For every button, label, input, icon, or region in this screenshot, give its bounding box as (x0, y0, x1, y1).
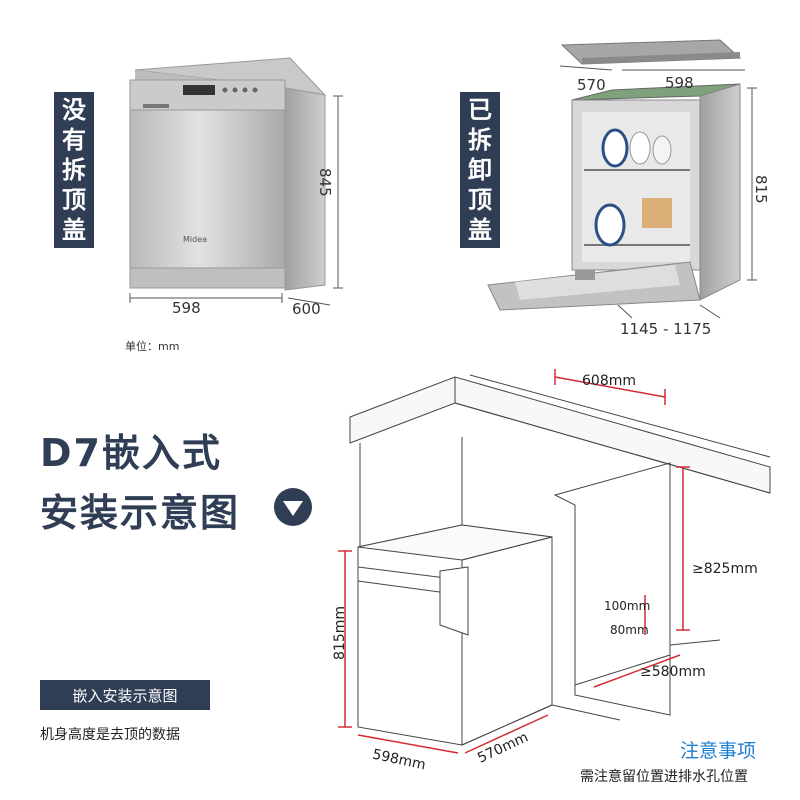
dishwasher-with-top: Midea (129, 57, 327, 291)
install-tag: 嵌入安装示意图 (40, 680, 210, 710)
product-photos: Midea (129, 39, 757, 319)
dim-open-length: 1145 - 1175 (620, 320, 712, 338)
install-title-line1: D7嵌入式 (40, 431, 222, 475)
notice-title: 注意事项 (680, 740, 757, 762)
dim-height-845: 845 (316, 168, 334, 197)
notice-text: 需注意留位置进排水孔位置 (580, 769, 748, 785)
label-char: 卸 (468, 156, 492, 184)
dim-815mm: 815mm (332, 606, 348, 660)
dims-open (559, 65, 757, 319)
dim-width-598b: 598 (665, 74, 694, 92)
label-char: 拆 (468, 126, 492, 154)
label-char: 有 (62, 126, 86, 154)
dim-580mm: ≥580mm (640, 664, 706, 680)
dim-width-598: 598 (172, 299, 201, 317)
dim-height-815: 815 (752, 175, 770, 204)
unit-label: 单位：mm (125, 340, 180, 353)
dishwasher-open (487, 39, 742, 311)
red-dims (338, 369, 690, 754)
body-height-note: 机身高度是去顶的数据 (40, 727, 180, 743)
label-char: 拆 (62, 156, 86, 184)
dim-80mm: 80mm (610, 623, 649, 637)
dim-608mm: 608mm (582, 373, 636, 389)
dim-100mm: 100mm (604, 599, 651, 613)
install-title-line2: 安装示意图 (40, 491, 241, 535)
down-arrow-icon (274, 488, 312, 526)
label-char: 没 (62, 96, 86, 124)
dims-with-top (129, 95, 343, 306)
dim-825mm: ≥825mm (692, 561, 758, 577)
label-top-removed: 已 拆 卸 顶 盖 (460, 92, 500, 248)
label-with-top: 没 有 拆 顶 盖 (54, 92, 94, 248)
dim-depth-600: 600 (292, 300, 321, 318)
label-char: 已 (468, 96, 492, 124)
dim-depth-570: 570 (577, 76, 606, 94)
label-char: 盖 (62, 216, 86, 244)
label-char: 顶 (62, 186, 86, 214)
label-char: 顶 (468, 186, 492, 214)
brand-logo: Midea (183, 235, 207, 244)
install-diagram (338, 369, 771, 754)
label-char: 盖 (468, 216, 492, 244)
